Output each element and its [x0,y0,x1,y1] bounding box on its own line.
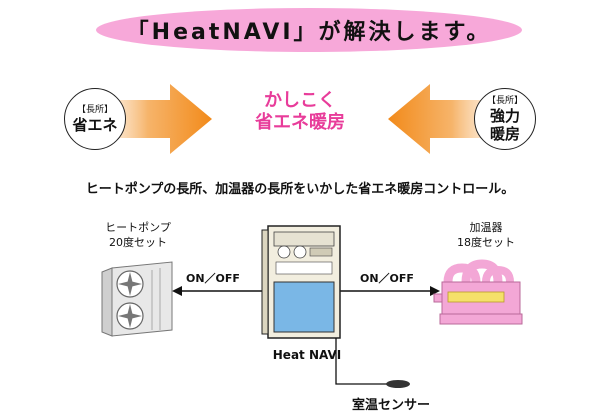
headline-banner: 「HeatNAVI」が解決します。 [96,8,522,52]
heater-name: 加温器 [469,221,503,234]
heat-pump-unit [101,261,173,337]
connection-right [340,286,440,296]
advantage-badge-left: 【長所】 省エネ [64,88,126,150]
onoff-left-label: ON／OFF [186,272,240,285]
heat-pump-caption: ヒートポンプ 20度セット [98,220,178,250]
controller-box [261,225,341,339]
heater-unit [433,259,523,325]
badge-tag: 【長所】 [486,95,523,106]
heater-caption: 加温器 18度セット [450,220,522,250]
badge-tag: 【長所】 [76,104,113,115]
advantage-badge-right: 【長所】 強力 暖房 [474,88,536,150]
heat-pump-name: ヒートポンプ [105,221,171,234]
heater-setting: 18度セット [457,236,515,249]
description-text: ヒートポンプの長所、加温器の長所をいかした省エネ暖房コントロール。 [85,182,515,197]
thermometer-icon [386,380,410,388]
center-title-line2: 省エネ暖房 [255,112,345,133]
controller-label: Heat NAVI [272,348,342,362]
connection-left [172,286,268,296]
badge-text: 省エネ [72,115,118,134]
headline-text: 「HeatNAVI」が解決します。 [126,20,492,45]
onoff-right-label: ON／OFF [360,272,414,285]
badge-text: 暖房 [489,124,520,143]
center-title: かしこく 省エネ暖房 [190,90,410,134]
heat-pump-setting: 20度セット [109,236,167,249]
badge-text: 強力 [489,106,520,125]
center-title-line1: かしこく [264,90,336,111]
sensor-cable [335,338,410,388]
sensor-label: 室温センサー [352,398,431,413]
